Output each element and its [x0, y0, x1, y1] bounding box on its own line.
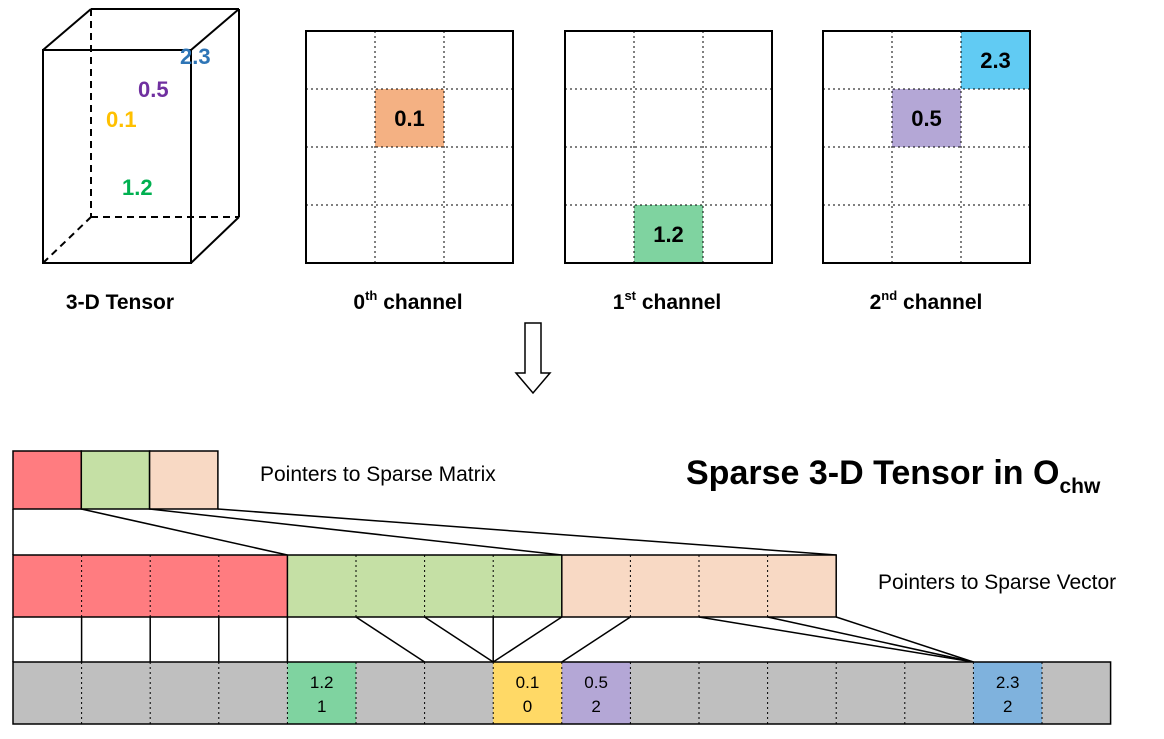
- nonzero-value: 0.1: [516, 673, 540, 692]
- channel-grids: 0.1 1.2 0.5 2.3: [305, 30, 1031, 264]
- value-cell: [13, 662, 82, 724]
- vector-pointer-row: [12, 554, 837, 618]
- value-cell: [904, 662, 974, 724]
- diagram-title: Sparse 3-D Tensor in Ochw: [686, 454, 1101, 498]
- channel-1-border: [564, 30, 773, 264]
- vector-pointer-cell: [13, 555, 82, 617]
- matrix-pointer-label: Pointers to Sparse Matrix: [260, 463, 496, 486]
- channel-2-caption: 2nd channel: [870, 288, 983, 314]
- vector-pointer-cell: [81, 555, 151, 617]
- tensor-value-1-2: 1.2: [122, 175, 153, 200]
- matrix-to-vector-connectors: [12, 508, 837, 556]
- channel-0-border: [305, 30, 514, 264]
- down-arrow-icon: [514, 322, 552, 395]
- value-cell: [150, 662, 219, 724]
- nonzero-index: 1: [317, 697, 326, 716]
- channel-1-caption: 1st channel: [613, 288, 721, 314]
- channel-2-cell-value: 0.5: [911, 106, 942, 131]
- matrix-pointer-cell: [12, 450, 83, 510]
- nonzero-value-cell: [973, 662, 1042, 724]
- nonzero-value: 1.2: [310, 673, 334, 692]
- nonzero-value-cell: [493, 662, 562, 724]
- value-cell: [218, 662, 288, 724]
- vector-pointer-cell: [699, 555, 768, 617]
- tensor-value-2-3: 2.3: [180, 44, 211, 69]
- vector-pointer-cell: [356, 555, 425, 617]
- nonzero-value: 0.5: [584, 673, 608, 692]
- tensor-cube: [42, 8, 240, 264]
- matrix-pointer-cell: [80, 450, 151, 510]
- vector-to-values-connectors: [12, 616, 974, 663]
- value-cell: [1042, 662, 1111, 724]
- nonzero-index: 2: [1003, 697, 1012, 716]
- vector-pointer-cell: [287, 555, 356, 617]
- vector-pointer-cell: [493, 555, 562, 617]
- channel-1-cell-value: 1.2: [653, 222, 684, 247]
- value-cell: [699, 662, 768, 724]
- value-cell: [356, 662, 425, 724]
- vector-pointer-label: Pointers to Sparse Vector: [878, 571, 1116, 594]
- value-cell: [767, 662, 837, 724]
- channel-1-nonzero-cell: [634, 205, 703, 263]
- channel-0-nonzero-cell: [375, 89, 444, 147]
- channel-2-nonzero-cell: [892, 89, 961, 147]
- channel-1-grid: 1.2: [564, 30, 773, 264]
- nonzero-index: 2: [591, 697, 600, 716]
- matrix-pointer-cell: [148, 450, 219, 510]
- vector-pointer-cell: [767, 555, 837, 617]
- channel-2-nonzero-cell: [961, 31, 1030, 89]
- nonzero-index: 0: [523, 697, 532, 716]
- values-row: 1.2 1 0.1 0 0.5 2 2.3 2: [12, 661, 1112, 725]
- channel-0-grid: 0.1: [305, 30, 514, 264]
- vector-pointer-cell: [630, 555, 699, 617]
- tensor-caption: 3-D Tensor: [66, 291, 174, 314]
- vector-pointer-cell: [218, 555, 288, 617]
- vector-pointer-cell: [424, 555, 494, 617]
- tensor-value-0-1: 0.1: [106, 107, 137, 132]
- nonzero-value: 2.3: [996, 673, 1020, 692]
- channel-0-caption: 0th channel: [353, 288, 462, 314]
- channel-2-cell-value: 2.3: [980, 48, 1011, 73]
- nonzero-value-cell: [287, 662, 356, 724]
- value-cell: [424, 662, 494, 724]
- value-cell: [630, 662, 699, 724]
- vector-pointer-cell: [150, 555, 219, 617]
- nonzero-value-cell: [561, 662, 631, 724]
- value-cell: [836, 662, 905, 724]
- matrix-pointer-row: [12, 450, 219, 510]
- value-cell: [81, 662, 151, 724]
- vector-pointer-cell: [561, 555, 631, 617]
- channel-2-border: [822, 30, 1031, 264]
- tensor-value-0-5: 0.5: [138, 77, 169, 102]
- channel-2-grid: 0.5 2.3: [822, 30, 1031, 264]
- channel-0-cell-value: 0.1: [394, 106, 425, 131]
